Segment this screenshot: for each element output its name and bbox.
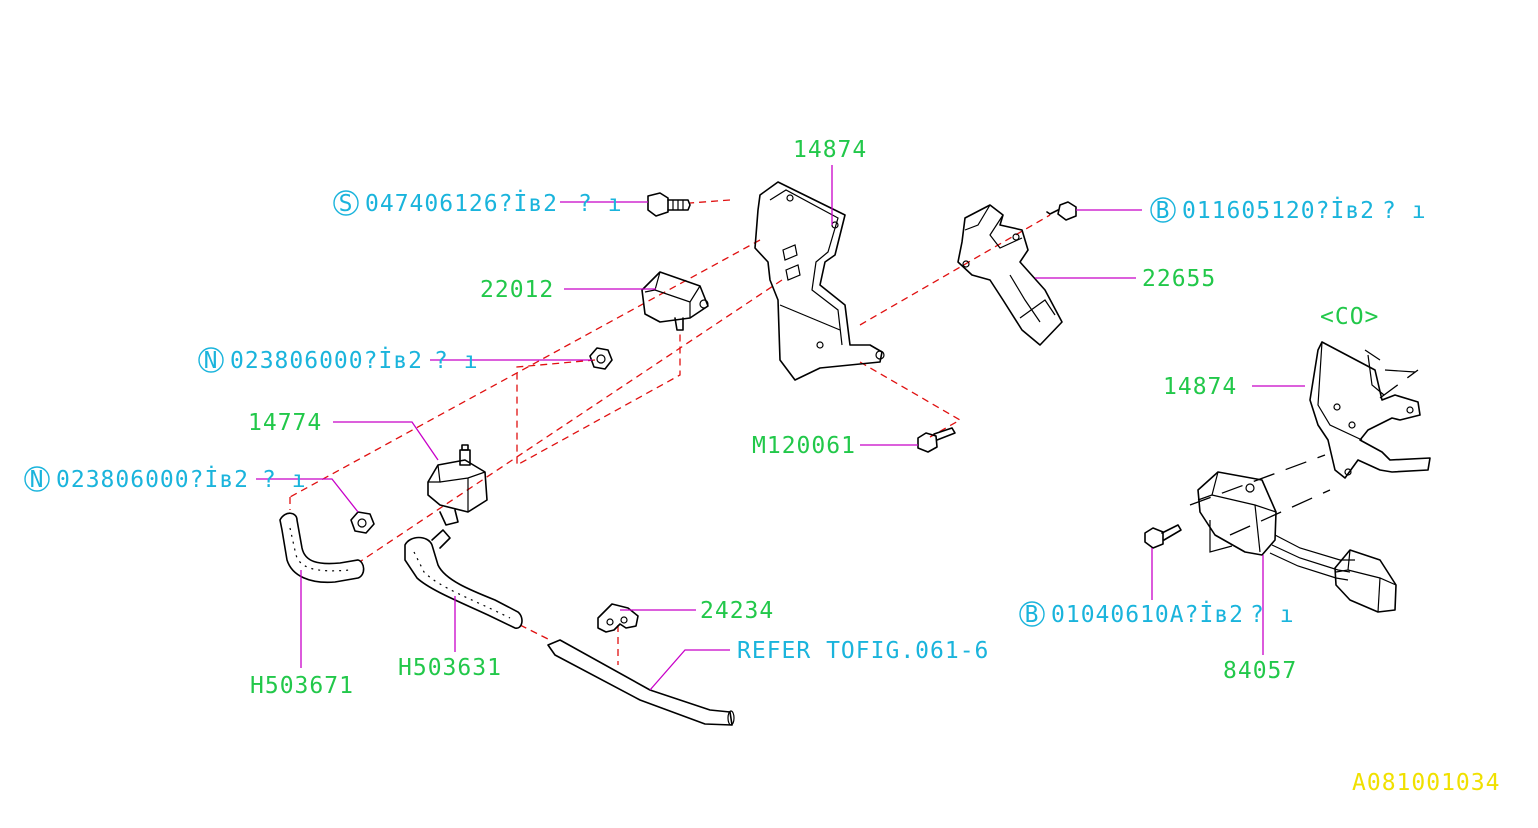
bolt-b-top-letter: B <box>1156 198 1171 224</box>
bolt-icon <box>917 427 956 453</box>
circle-n-top <box>198 347 224 373</box>
inset-assembly <box>1144 341 1431 613</box>
bolt-icon <box>1046 201 1077 221</box>
circle-n-bottom <box>24 466 50 492</box>
label-m120061: M120061 <box>752 433 856 459</box>
leader-lines <box>256 165 1305 691</box>
bolt-b-bottom-qty: ? ı <box>1250 602 1295 628</box>
label-14774: 14774 <box>248 410 322 436</box>
hose-icon <box>404 529 523 629</box>
inset-title: <CО> <box>1320 304 1379 330</box>
label-h503671: H503671 <box>250 673 354 699</box>
fastener-circles <box>24 190 1176 627</box>
bolt-icon <box>647 192 691 217</box>
bolt-s-code: 047406126?İв2 <box>365 189 558 217</box>
bracket-icon <box>754 181 885 381</box>
hose-icon <box>279 512 365 584</box>
nut-icon <box>350 511 375 534</box>
labels: 14874 S 047406126?İв2 ? ı B 011605120?İв… <box>30 137 1500 796</box>
bolt-b-top-code: 011605120?İв2 <box>1182 196 1375 224</box>
circle-b-bottom <box>1019 601 1045 627</box>
pressure-sensor-icon <box>957 204 1063 346</box>
solenoid-valve-icon <box>427 444 488 526</box>
nut-n-bottom-qty: ? ı <box>262 467 307 493</box>
label-22012: 22012 <box>480 277 554 303</box>
nut-n-top-letter: N <box>204 348 219 374</box>
label-84057: 84057 <box>1223 658 1297 684</box>
label-inset-14874: 14874 <box>1163 374 1237 400</box>
bolt-s-qty: ? ı <box>578 191 623 217</box>
refer-note: REFER TОFIG.061-6 <box>737 638 989 664</box>
label-22655: 22655 <box>1142 266 1216 292</box>
bolt-b-bottom-code: 01040610A?İв2 <box>1051 600 1244 628</box>
nut-n-top-qty: ? ı <box>434 348 479 374</box>
clip-icon <box>597 603 639 633</box>
nut-n-bottom-code: 023806000?İв2 <box>56 465 249 493</box>
bolt-b-bottom-letter: B <box>1025 602 1040 628</box>
circle-s <box>333 190 359 216</box>
circle-b-top <box>1150 197 1176 223</box>
label-h503631: H503631 <box>398 655 502 681</box>
bolt-s-letter: S <box>339 191 354 217</box>
hose-icon <box>547 639 735 726</box>
bolt-b-top-qty: ? ı <box>1382 198 1427 224</box>
figure-id: A081001034 <box>1352 770 1500 796</box>
pressure-sensor-icon <box>641 271 709 331</box>
nut-n-bottom-letter: N <box>30 467 45 493</box>
nut-icon <box>589 347 613 370</box>
nut-n-top-code: 023806000?İв2 <box>230 346 423 374</box>
label-14874: 14874 <box>793 137 867 163</box>
label-24234: 24234 <box>700 598 774 624</box>
